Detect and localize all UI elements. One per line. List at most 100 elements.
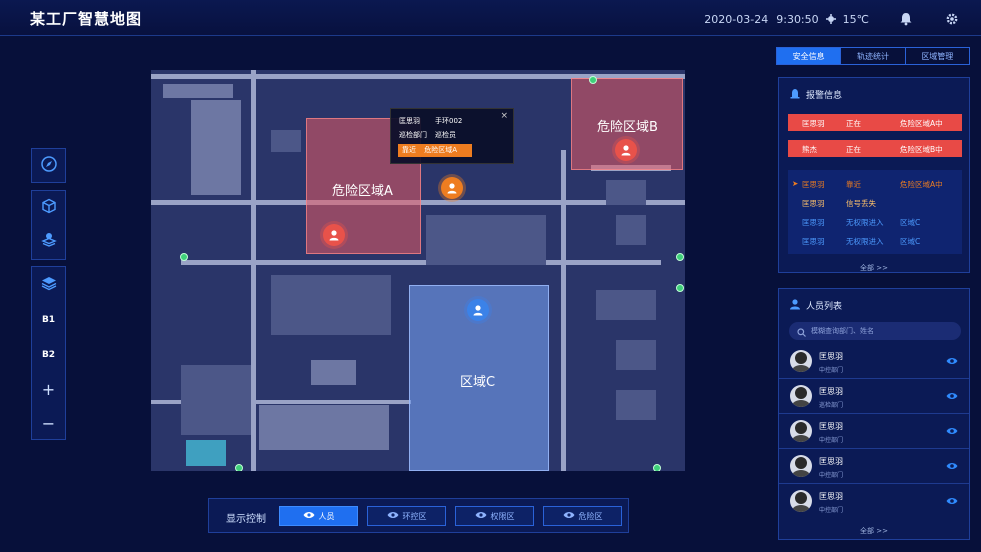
zoom-out-button[interactable]: − (41, 413, 56, 433)
header-time: 9:30:50 (776, 12, 819, 26)
toggle-permission-zone-button[interactable]: 权限区 (455, 506, 534, 526)
person-row[interactable]: 匡思羽 中控部门 (779, 484, 969, 519)
eye-icon[interactable] (946, 461, 958, 471)
avatar (790, 350, 812, 372)
person-marker-red-a[interactable] (323, 224, 345, 246)
alarm-red-row[interactable]: 熊杰 正在 危险区域B中 (788, 140, 962, 157)
person-dept: 中控部门 (819, 437, 844, 444)
tab-zone-management[interactable]: 区域管理 (921, 51, 954, 61)
person-marker-red-b[interactable] (615, 139, 637, 161)
alarm-person: 熊杰 (802, 145, 817, 154)
avatar (790, 490, 812, 512)
floor-tool-group: B1 B2 + − (31, 266, 66, 440)
zoom-in-button[interactable]: + (41, 380, 56, 399)
toggle-label: 环控区 (402, 511, 427, 521)
eye-icon[interactable] (946, 496, 958, 506)
header-bar: 某工厂智慧地图 2020-03-24 9:30:50 15℃ (0, 0, 981, 36)
map-building (191, 100, 241, 195)
map-building (186, 440, 226, 466)
popup-role: 巡检员 (435, 131, 456, 139)
compass-tool-group (31, 148, 66, 183)
people-more-link[interactable]: 全部 >> (860, 527, 888, 535)
app-title: 某工厂智慧地图 (30, 10, 143, 28)
tab-track-stats[interactable]: 轨迹统计 (841, 48, 906, 64)
alarm-red-row[interactable]: 匡思羽 正在 危险区域A中 (788, 114, 962, 131)
popup-warn-status: 靠近 (402, 146, 416, 154)
gear-icon[interactable] (943, 10, 961, 28)
alarm-history-row[interactable]: 匡思羽 无权限进入 区域C (788, 232, 962, 250)
person-row[interactable]: 匡思羽 中控部门 (779, 344, 969, 379)
layers-icon (41, 275, 57, 294)
map-road (561, 150, 566, 471)
stack-icon (40, 231, 57, 250)
map-building (259, 405, 389, 450)
map-building (616, 340, 656, 370)
person-dept: 巡检部门 (819, 402, 844, 409)
person-marker-blue[interactable] (467, 299, 489, 321)
map-marker-dot (653, 464, 661, 471)
zone-b-label: 危险区域B (597, 120, 658, 135)
layers-view-button[interactable] (32, 224, 65, 257)
people-title-text: 人员列表 (806, 302, 843, 312)
alarm-zone: 区域C (900, 237, 921, 246)
toggle-label: 人员 (318, 511, 335, 521)
alarm-person: 匡思羽 (802, 237, 825, 246)
alarm-status: 无权限进入 (846, 237, 884, 246)
alarm-history-row[interactable]: ➤ 匡思羽 靠近 危险区域A中 (788, 175, 962, 193)
toggle-env-zone-button[interactable]: 环控区 (367, 506, 446, 526)
alarm-panel: 报警信息 匡思羽 正在 危险区域A中 熊杰 正在 危险区域B中 ➤ 匡思羽 靠近… (778, 77, 970, 273)
people-search-input[interactable]: 模糊查询部门、姓名 (789, 322, 961, 340)
zone-c[interactable] (409, 285, 549, 471)
person-name: 匡思羽 (819, 422, 843, 431)
eye-icon[interactable] (946, 426, 958, 436)
avatar (790, 455, 812, 477)
popup-warn-zone: 危险区域A (424, 146, 458, 154)
eye-icon[interactable] (946, 391, 958, 401)
zone-c-label: 区域C (460, 375, 496, 390)
floor-b2-button[interactable]: B2 (41, 349, 56, 360)
map-road (151, 400, 411, 404)
map-marker-dot (589, 76, 597, 84)
3d-view-button[interactable] (32, 191, 65, 224)
toggle-label: 危险区 (578, 511, 603, 521)
alarm-light-icon (789, 87, 801, 102)
eye-icon[interactable] (946, 356, 958, 366)
selected-arrow-icon: ➤ (792, 179, 799, 188)
alarm-panel-title: 报警信息 (789, 87, 842, 102)
person-marker-orange[interactable] (441, 177, 463, 199)
alarm-status: 信号丢失 (846, 199, 876, 208)
floor-b1-button[interactable]: B1 (41, 314, 56, 325)
popup-close-button[interactable]: × (500, 111, 508, 121)
alarm-history-list: ➤ 匡思羽 靠近 危险区域A中 匡思羽 信号丢失 匡思羽 无权限进入 区域C 匡… (788, 170, 962, 254)
people-panel: 人员列表 模糊查询部门、姓名 匡思羽 中控部门 匡思羽 巡检部门 匡思羽 中控部… (778, 288, 970, 540)
bell-icon[interactable] (897, 10, 915, 28)
toggle-danger-zone-button[interactable]: 危险区 (543, 506, 622, 526)
eye-icon (303, 511, 315, 521)
layers-button[interactable] (32, 267, 65, 302)
display-control-bar: 显示控制 人员 环控区 权限区 危险区 (208, 498, 629, 533)
map-building (616, 390, 656, 420)
person-row[interactable]: 匡思羽 巡检部门 (779, 379, 969, 414)
alarm-history-row[interactable]: 匡思羽 无权限进入 区域C (788, 213, 962, 231)
map-marker-dot (676, 253, 684, 261)
alarm-person: 匡思羽 (802, 199, 825, 208)
alarm-more-link[interactable]: 全部 >> (860, 264, 888, 272)
map-marker-dot (235, 464, 243, 471)
alarm-zone: 危险区域B中 (900, 145, 943, 154)
alarm-history-row[interactable]: 匡思羽 信号丢失 (788, 194, 962, 212)
map-building (311, 360, 356, 385)
person-row[interactable]: 匡思羽 中控部门 (779, 414, 969, 449)
map-building (606, 180, 646, 205)
weather-sun-icon (825, 13, 837, 25)
compass-icon (40, 156, 57, 175)
user-icon (789, 298, 801, 313)
person-row[interactable]: 匡思羽 中控部门 (779, 449, 969, 484)
map-road (151, 74, 685, 79)
person-dept: 中控部门 (819, 367, 844, 374)
tab-safety-info[interactable]: 安全信息 (777, 48, 842, 64)
person-icon (447, 183, 457, 194)
eye-icon (563, 511, 575, 521)
toggle-people-button[interactable]: 人员 (279, 506, 358, 526)
compass-button[interactable] (32, 149, 65, 182)
alarm-zone: 危险区域A中 (900, 119, 943, 128)
